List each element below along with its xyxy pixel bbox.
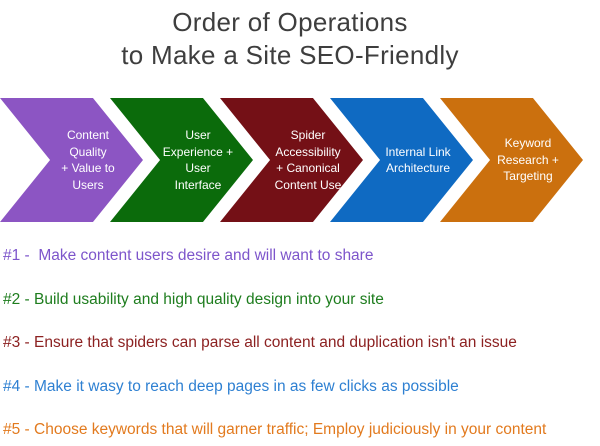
process-flow: Content Quality + Value to Users User Ex… [0,98,600,222]
chevron-step-2-label: User Experience + User Interface [162,128,234,192]
steps-list: #1 - Make content users desire and will … [3,246,597,446]
step-5: #5 - Choose keywords that will garner tr… [3,421,547,438]
step-1: #1 - Make content users desire and will … [3,247,374,264]
chevron-step-1-content-quality: Content Quality + Value to Users [0,98,143,222]
chevron-step-3-label: Spider Accessibility + Canonical Content… [274,128,342,192]
step-4: #4 - Make it wasy to reach deep pages in… [3,377,459,395]
page-title-line-1: Order of Operations [172,7,408,37]
step-3: #3 - Ensure that spiders can parse all c… [3,334,517,351]
chevron-step-1-label: Content Quality + Value to Users [61,128,115,192]
chevron-step-4-label: Internal Link Architecture [385,144,451,176]
step-2: #2 - Build usability and high quality de… [3,290,384,308]
chevron-step-5-label: Keyword Research + Targeting [497,136,559,184]
page-title-line-2: to Make a Site SEO-Friendly [121,40,459,70]
page-title: Order of Operations to Make a Site SEO-F… [0,6,580,72]
